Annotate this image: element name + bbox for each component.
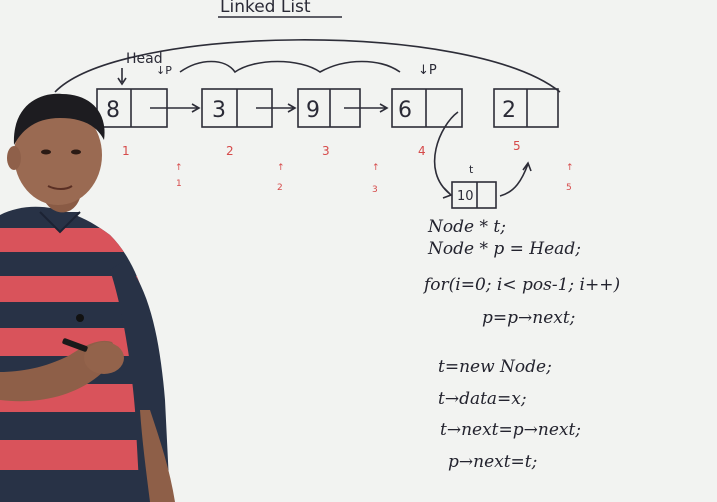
pointer-mark: ↑ 3 [372,163,380,195]
hand [84,342,124,374]
node-5: 2 5 [493,88,559,153]
p-label-node4: ↓P [418,63,437,78]
code-line: Node * p = Head; [427,239,581,259]
node-value: 2 [502,98,516,123]
t-label: t [469,163,474,176]
collar [39,211,81,234]
code-line: p→next=t; [448,452,537,472]
svg-text:↑: ↑ [175,163,183,173]
node-index: 3 [322,144,330,158]
marker [62,338,88,352]
link-arrow [150,103,201,113]
hair [13,93,105,145]
presenter [0,93,175,502]
node-index: 5 [513,139,521,153]
svg-text:↑: ↑ [566,163,574,173]
p-label-start: ↓P [156,64,172,77]
node-value: 6 [398,98,412,123]
svg-text:5: 5 [566,183,572,193]
code-line: t→data=x; [438,389,527,409]
node-index: 1 [122,144,130,158]
node-4: 6 4 [391,88,463,158]
left-eye [41,149,51,155]
new-node-value: 10 [457,189,474,204]
insert-arrow-to-node5 [499,161,532,197]
code-line: t→next=p→next; [440,420,581,440]
head-arrow [117,68,127,86]
node-value: 3 [212,98,226,123]
head-label: Head [126,51,163,67]
link-arrow [344,103,389,113]
circular-link-arc [54,39,561,93]
svg-text:2: 2 [277,183,283,193]
code-line: Node * t; [427,217,506,237]
svg-text:↑: ↑ [277,163,285,173]
board-title: Linked List [220,0,311,17]
svg-text:↑: ↑ [372,163,380,173]
pointer-mark: ↑ 2 [277,163,285,193]
link-arrow [256,103,297,113]
ear [7,146,21,170]
node-index: 4 [418,144,426,158]
code-block: Node * t; Node * p = Head; for(i=0; i< p… [422,217,620,472]
svg-text:1: 1 [176,179,182,189]
node-value: 9 [306,98,320,123]
lapel-microphone [76,314,84,322]
svg-text:3: 3 [372,185,378,195]
right-forearm [140,410,175,502]
face [14,105,102,205]
pointer-mark: ↑ 1 [175,163,183,189]
pointer-mark: ↑ 5 [566,163,574,193]
mouth [47,185,73,190]
code-line: for(i=0; i< pos-1; i++) [422,275,620,295]
right-eye [71,149,81,155]
insert-arrow-from-node4 [433,111,459,199]
code-line: p=p→next; [482,308,575,328]
node-value: 8 [106,98,120,123]
code-line: t=new Node; [438,357,552,377]
traversal-arcs [179,60,401,74]
node-index: 2 [226,144,234,158]
